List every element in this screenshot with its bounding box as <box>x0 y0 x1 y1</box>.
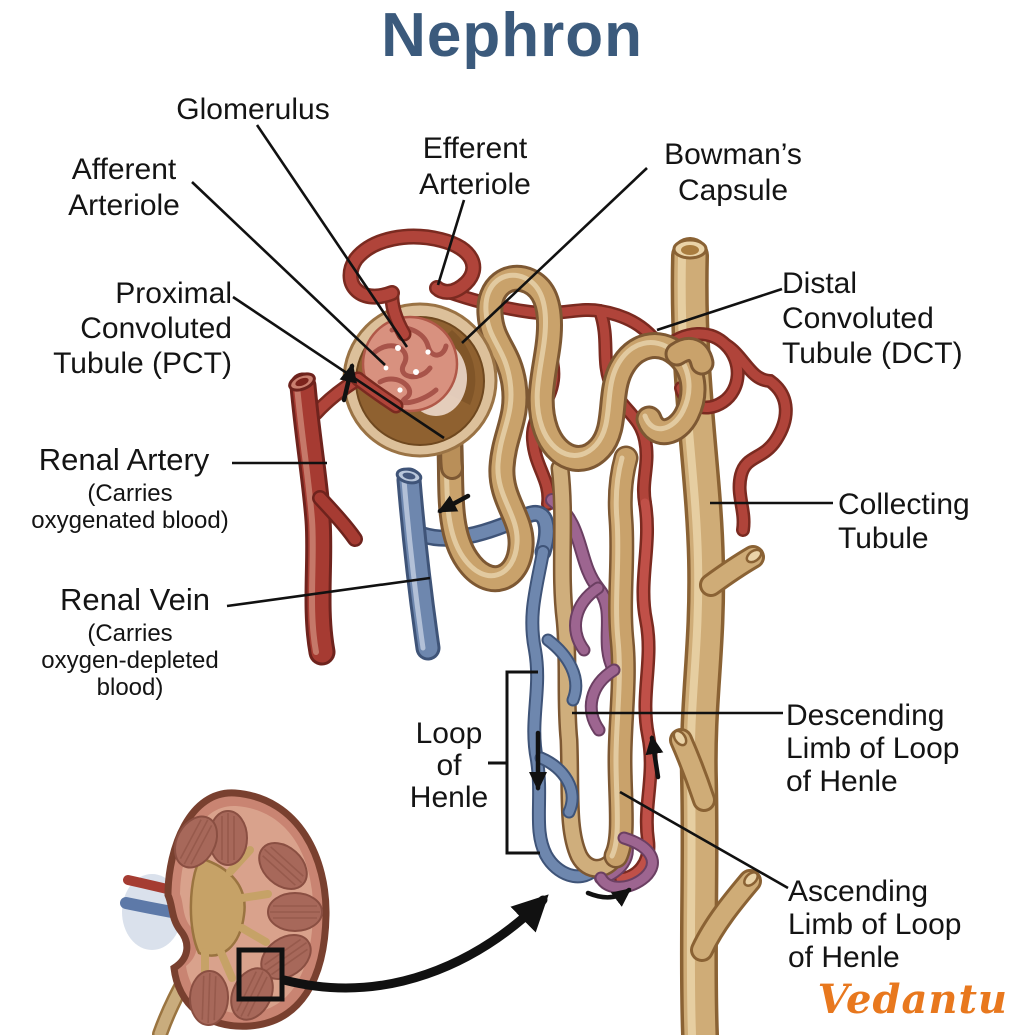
label-line: Tubule (DCT) <box>782 337 963 370</box>
leader-line-efferent <box>436 199 466 286</box>
label-line: (Carries <box>87 620 173 647</box>
leader-lines <box>191 124 833 890</box>
label-line: blood) <box>96 674 164 701</box>
flow-up-afferent-arrow <box>339 363 358 403</box>
leader-line-afferent <box>191 181 386 366</box>
flow-arrows <box>339 363 664 907</box>
flow-right-loop-bottom-arrow <box>585 887 632 907</box>
label-descending-limb: Descending Limb of Loop of Henle <box>786 699 959 798</box>
flow-down-vein-arrow <box>437 493 471 514</box>
label-line: Ascending <box>788 875 929 908</box>
label-line: Proximal <box>115 277 232 310</box>
label-line: Henle <box>409 781 489 814</box>
label-line: Distal <box>782 267 858 300</box>
label-renal-vein: Renal Vein <box>60 583 210 617</box>
leader-line-bowman <box>461 167 648 344</box>
kidney-pelvis <box>189 856 246 957</box>
label-line: Descending <box>786 699 945 732</box>
kidney-illustration <box>120 789 330 1035</box>
label-proximal-convoluted-tubule: Proximal Convoluted Tubule (PCT) <box>53 276 232 381</box>
label-line: (Carries <box>87 480 173 507</box>
label-renal-vein-note: (Carries oxygen-depleted blood) <box>41 620 218 701</box>
label-line: Tubule (PCT) <box>53 347 232 380</box>
label-line: Limb of Loop <box>788 908 962 941</box>
label-line: of <box>436 749 462 782</box>
kidney-inset-box <box>236 947 285 1002</box>
renal-vein-shape <box>395 467 428 648</box>
label-bowmans-capsule: Bowman’s Capsule <box>664 137 802 209</box>
diagram-title: Nephron <box>381 1 643 70</box>
leader-line-ascending <box>619 790 789 890</box>
label-loop-of-henle: Loop of Henle <box>410 718 488 814</box>
flow-up-ascending-arrow <box>645 735 664 780</box>
label-line: Renal Artery <box>38 442 210 477</box>
vedantu-logo: Vedantu <box>817 976 1008 1023</box>
label-line: Collecting <box>838 488 970 521</box>
renal-artery-shape <box>288 372 355 652</box>
label-line: Convoluted <box>782 302 934 335</box>
bowmans-capsule-shape <box>342 302 498 458</box>
label-afferent-arteriole: Afferent Arteriole <box>68 152 180 224</box>
label-glomerulus: Glomerulus <box>176 92 329 127</box>
label-line: Arteriole <box>68 189 180 222</box>
label-line: Arteriole <box>419 168 531 201</box>
leader-line-dct <box>656 287 783 332</box>
label-line: oxygen-depleted <box>41 647 219 674</box>
leader-line-renal-vein <box>226 576 431 608</box>
label-ascending-limb: Ascending Limb of Loop of Henle <box>788 875 961 974</box>
label-line: of Henle <box>786 765 898 798</box>
label-line: Loop <box>415 717 483 750</box>
label-line: of Henle <box>788 941 900 974</box>
label-line: Capsule <box>677 174 789 207</box>
leader-line-pct <box>232 295 445 440</box>
collecting-tubule-shape <box>671 240 763 1035</box>
kidney-inset-to-nephron-arrow <box>279 894 549 993</box>
label-line: Bowman’s <box>664 138 802 171</box>
label-line: Efferent <box>422 132 528 165</box>
label-renal-artery: Renal Artery <box>39 443 210 477</box>
label-line: Renal Vein <box>60 582 210 617</box>
label-line: Afferent <box>71 153 177 186</box>
label-line: Tubule <box>838 522 929 555</box>
label-line: Glomerulus <box>176 93 330 126</box>
label-efferent-arteriole: Efferent Arteriole <box>419 131 531 203</box>
label-line: Convoluted <box>80 312 232 345</box>
label-collecting-tubule: Collecting Tubule <box>838 488 970 556</box>
label-line: oxygenated blood) <box>31 507 229 534</box>
label-renal-artery-note: (Carries oxygenated blood) <box>31 480 228 534</box>
label-line: Limb of Loop <box>786 732 960 765</box>
glomerulus-shape <box>361 315 459 413</box>
label-distal-convoluted-tubule: Distal Convoluted Tubule (DCT) <box>782 266 963 371</box>
leader-line-glomerulus <box>255 124 409 348</box>
